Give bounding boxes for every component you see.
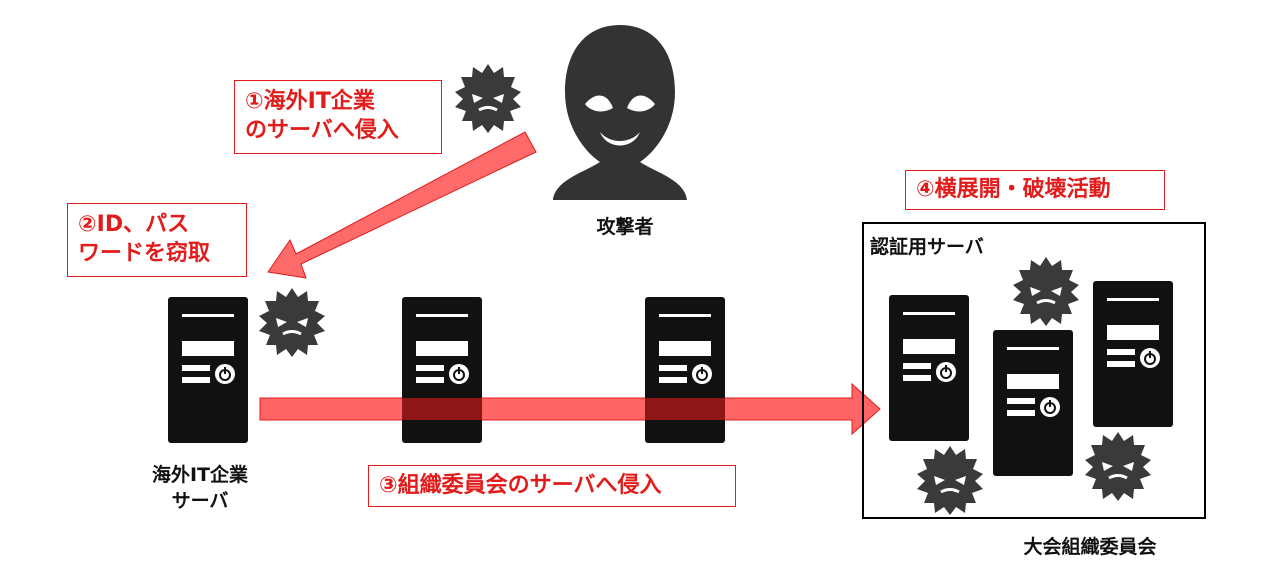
virus-icon-3: [1011, 255, 1081, 328]
virus-icon-5: [1083, 430, 1153, 503]
arrow-server-to-committee: [259, 382, 881, 436]
overseas-server-icon: [167, 296, 249, 444]
attacker-icon: [553, 25, 687, 200]
committee-server-icon-2: [644, 296, 726, 444]
callout-step4: ④横展開・破壊活動: [905, 170, 1165, 210]
callout-step2-line1: ②ID、パス: [78, 212, 190, 237]
overseas-server-label-line2: サーバ: [171, 490, 229, 512]
arrow-attacker-to-server: [267, 131, 537, 279]
callout-step1-line2: のサーバへ侵入: [245, 118, 399, 143]
organizing-committee-label: 大会組織委員会: [1023, 536, 1157, 558]
virus-icon-4: [915, 444, 985, 517]
virus-icon-2: [257, 286, 327, 359]
virus-icon-1: [453, 62, 523, 135]
callout-step3: ③組織委員会のサーバへ侵入: [368, 465, 736, 507]
callout-step1-line1: ①海外IT企業: [245, 89, 375, 114]
auth-server-icon-1: [888, 294, 970, 442]
attacker-label: 攻撃者: [596, 216, 654, 238]
overseas-server-label-line1: 海外IT企業: [151, 464, 249, 486]
callout-step2-line2: ワードを窃取: [78, 241, 211, 266]
overseas-server-label: 海外IT企業 サーバ: [130, 462, 270, 514]
organizing-committee-box: [862, 222, 1206, 519]
callout-step1: ①海外IT企業 のサーバへ侵入: [234, 80, 442, 154]
callout-step2: ②ID、パス ワードを窃取: [67, 203, 247, 277]
committee-server-icon-1: [401, 296, 483, 444]
auth-server-icon-2: [992, 329, 1074, 477]
auth-server-label: 認証用サーバ: [870, 236, 984, 258]
auth-server-icon-3: [1092, 280, 1174, 428]
